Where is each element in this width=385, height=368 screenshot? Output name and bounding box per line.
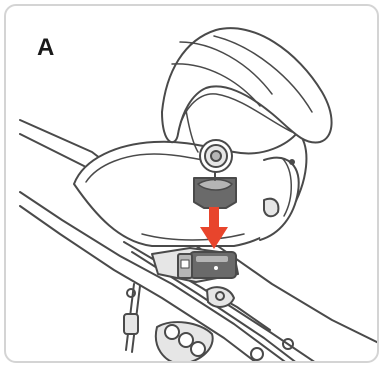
infant-car-seat [74,132,306,246]
lock-knob-3 [191,342,205,356]
car-seat-attachment-illustration [6,6,379,363]
stroller-adapter [152,248,238,282]
seat-connector [194,172,236,208]
handle-hub-center [211,151,221,161]
pivot-plate [207,287,234,307]
canopy-outer [162,28,332,142]
adapter-dot [214,266,218,270]
adapter-receiver-slot [196,256,228,262]
adapter-pin-cutout [181,260,189,268]
adapter-receiver [190,252,236,278]
frame-link [124,284,140,352]
handle-hub [200,140,232,172]
arrow-shaft [209,207,219,229]
lock-knob-2 [179,333,193,347]
seat-release-button [264,199,278,217]
instruction-panel: A [4,4,379,363]
seat-side-dot [289,159,295,165]
frame-bolt [251,348,263,360]
seat-canopy [162,28,332,152]
link-block [124,314,138,334]
lock-knob-1 [165,325,179,339]
